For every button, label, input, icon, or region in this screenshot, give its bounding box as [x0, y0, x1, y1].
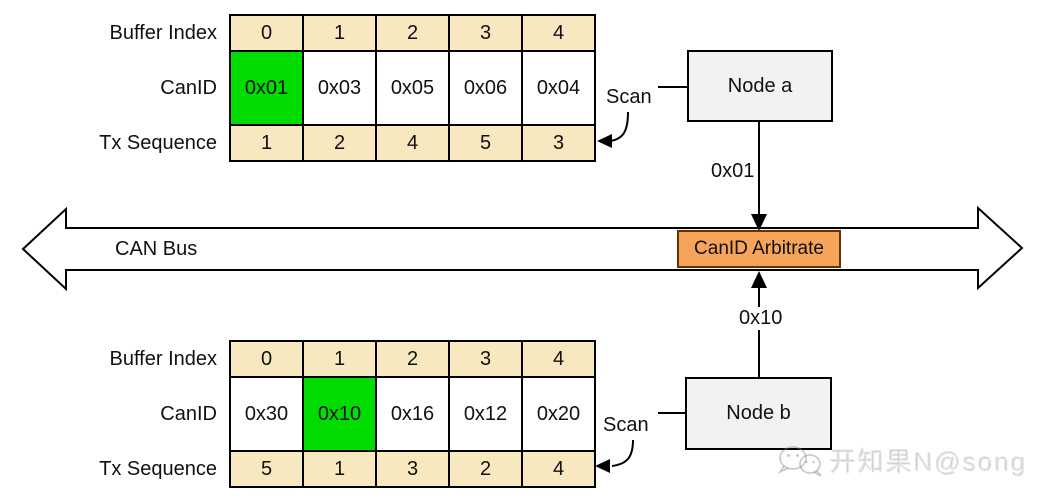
can-id-cell-highlighted: 0x10 — [302, 376, 377, 452]
can-id-row: CanID 0x30 0x10 0x16 0x12 0x20 — [65, 376, 596, 452]
can-id-cell: 0x16 — [375, 376, 450, 452]
buffer-index-cell: 0 — [229, 14, 304, 52]
scan-a-curve — [609, 111, 629, 142]
buffer-index-cell: 2 — [375, 14, 450, 52]
buffer-index-cell: 3 — [448, 340, 523, 378]
buffer-table-node-b: Buffer Index 0 1 2 3 4 CanID 0x30 0x10 0… — [65, 340, 596, 488]
row-label-can-id: CanID — [160, 402, 217, 425]
node-b-box: Node b — [685, 377, 832, 450]
buffer-index-cell: 2 — [375, 340, 450, 378]
scan-label-node-a: Scan — [606, 86, 652, 108]
tx-sequence-cell: 4 — [521, 450, 596, 488]
tx-sequence-cell: 2 — [448, 450, 523, 488]
canid-arbitrate-box: CanID Arbitrate — [677, 230, 841, 268]
scan-label-node-b: Scan — [603, 414, 649, 436]
buffer-index-cell: 0 — [229, 340, 304, 378]
node-a-label: Node a — [727, 74, 793, 97]
row-label-buffer-index: Buffer Index — [109, 21, 217, 44]
can-id-cell: 0x04 — [521, 50, 596, 126]
node-b-label: Node b — [726, 402, 791, 424]
can-id-row: CanID 0x01 0x03 0x05 0x06 0x04 — [65, 50, 596, 126]
tx-sequence-cell: 2 — [302, 124, 377, 162]
buffer-index-cell: 3 — [448, 14, 523, 52]
buffer-index-row: Buffer Index 0 1 2 3 4 — [65, 340, 596, 378]
can-id-cell: 0x05 — [375, 50, 450, 126]
canid-arbitrate-label: CanID Arbitrate — [694, 238, 824, 259]
scan-a-arrowhead-icon — [597, 134, 612, 148]
tx-sequence-cell: 3 — [521, 124, 596, 162]
can-id-cell: 0x06 — [448, 50, 523, 126]
scan-b-curve — [611, 439, 634, 467]
node-b-arrowhead-icon — [751, 271, 767, 288]
can-id-cell: 0x30 — [229, 376, 304, 452]
buffer-index-cell: 4 — [521, 340, 596, 378]
message-id-label-node-a: 0x01 — [708, 160, 758, 183]
tx-sequence-cell: 5 — [229, 450, 304, 488]
node-a-box: Node a — [687, 50, 833, 122]
row-label-tx-sequence: Tx Sequence — [99, 457, 217, 480]
tx-sequence-cell: 3 — [375, 450, 450, 488]
can-bus-arrow — [21, 205, 1024, 292]
buffer-index-cell: 1 — [302, 340, 377, 378]
row-label-tx-sequence: Tx Sequence — [99, 131, 217, 154]
tx-sequence-cell: 1 — [229, 124, 304, 162]
buffer-table-node-a: Buffer Index 0 1 2 3 4 CanID 0x01 0x03 0… — [65, 14, 596, 162]
can-id-cell: 0x20 — [521, 376, 596, 452]
can-id-cell-highlighted: 0x01 — [229, 50, 304, 126]
node-a-arrowhead-icon — [751, 214, 767, 231]
scan-b-arrowhead-icon — [595, 459, 610, 473]
tx-sequence-row: Tx Sequence 1 2 4 5 3 — [65, 124, 596, 162]
row-label-can-id: CanID — [160, 76, 217, 99]
tx-sequence-cell: 5 — [448, 124, 523, 162]
tx-sequence-row: Tx Sequence 5 1 3 2 4 — [65, 450, 596, 488]
can-id-cell: 0x03 — [302, 50, 377, 126]
tx-sequence-cell: 1 — [302, 450, 377, 488]
buffer-index-cell: 4 — [521, 14, 596, 52]
can-bus-label: CAN Bus — [115, 238, 198, 260]
message-id-label-node-b: 0x10 — [736, 307, 786, 330]
row-label-buffer-index: Buffer Index — [109, 347, 217, 370]
can-id-cell: 0x12 — [448, 376, 523, 452]
buffer-index-row: Buffer Index 0 1 2 3 4 — [65, 14, 596, 52]
buffer-index-cell: 1 — [302, 14, 377, 52]
tx-sequence-cell: 4 — [375, 124, 450, 162]
